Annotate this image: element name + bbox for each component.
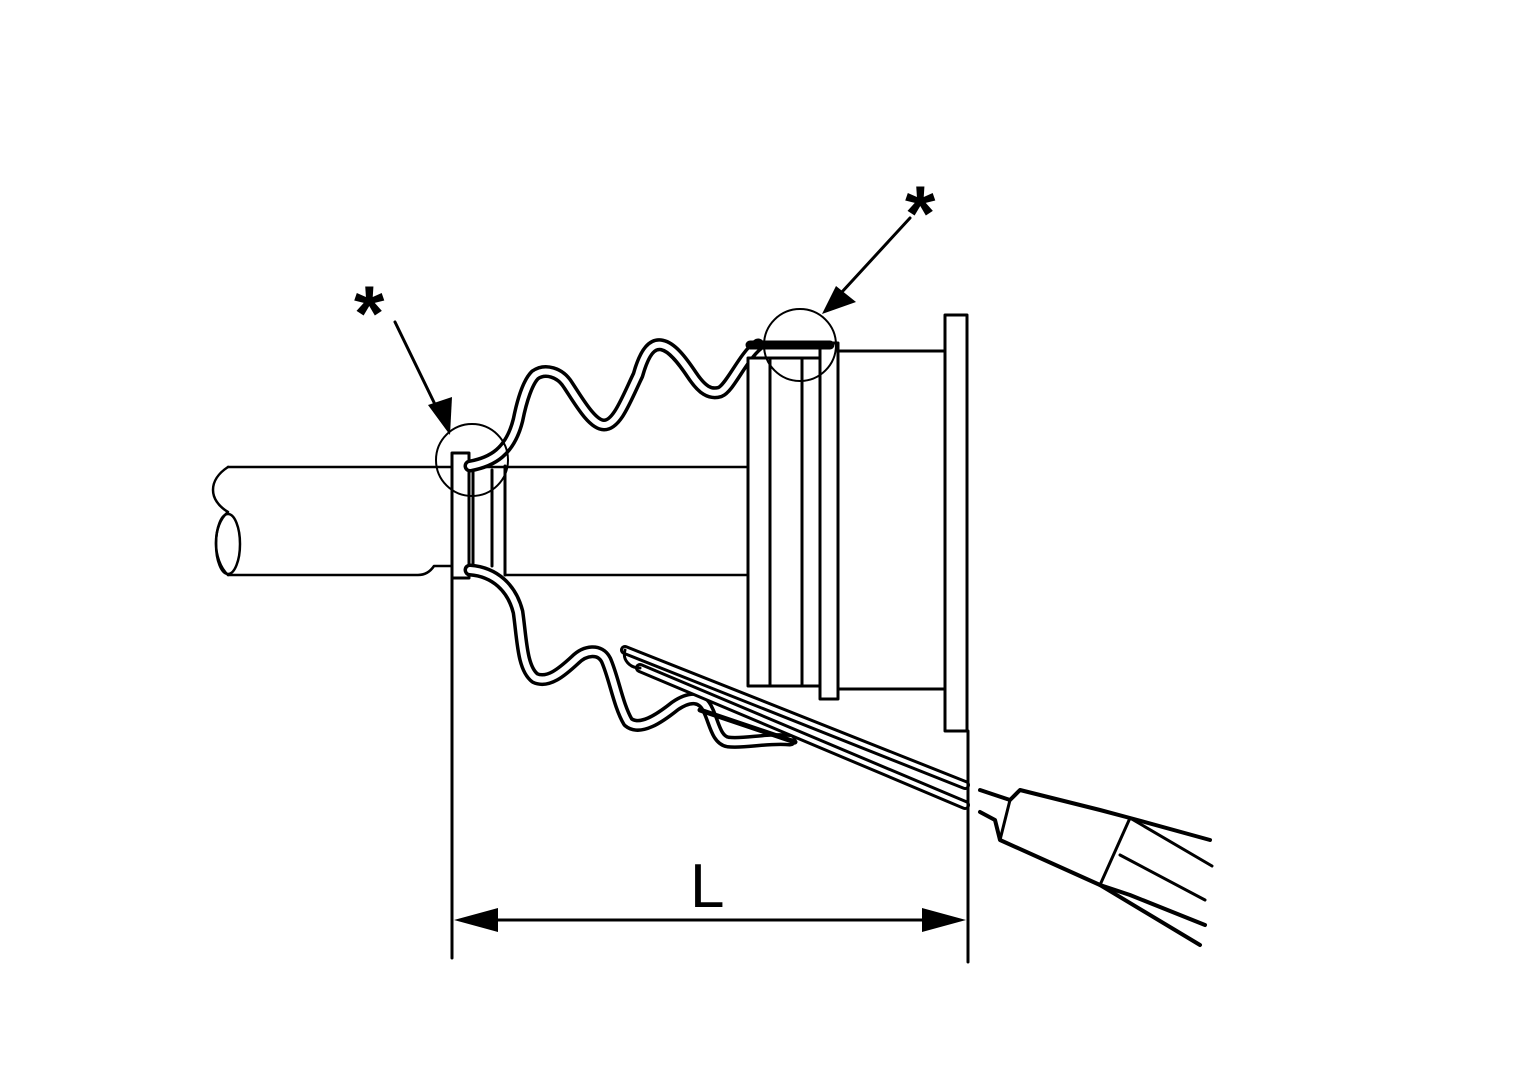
boot-lower-bellows [463,563,797,749]
dimension-right-arrowhead [922,908,966,932]
dimension-l [450,576,970,964]
small-clamp-band [450,451,507,580]
drive-shaft [211,465,750,577]
dimension-left-arrowhead [454,908,498,932]
highlight-circles [435,308,837,497]
right-leader-arrow [828,216,912,307]
dimension-label-l: L [690,852,724,921]
large-end-highlight-circle [763,308,837,382]
boot-clamp-pliers [620,645,1214,947]
boot-upper-bellows [463,338,765,473]
small-end-highlight-circle [435,423,509,497]
right-asterisk-label: * [905,169,936,257]
outer-joint-housing [745,313,969,733]
leader-arrows [393,216,912,435]
left-asterisk-label: * [354,269,385,357]
